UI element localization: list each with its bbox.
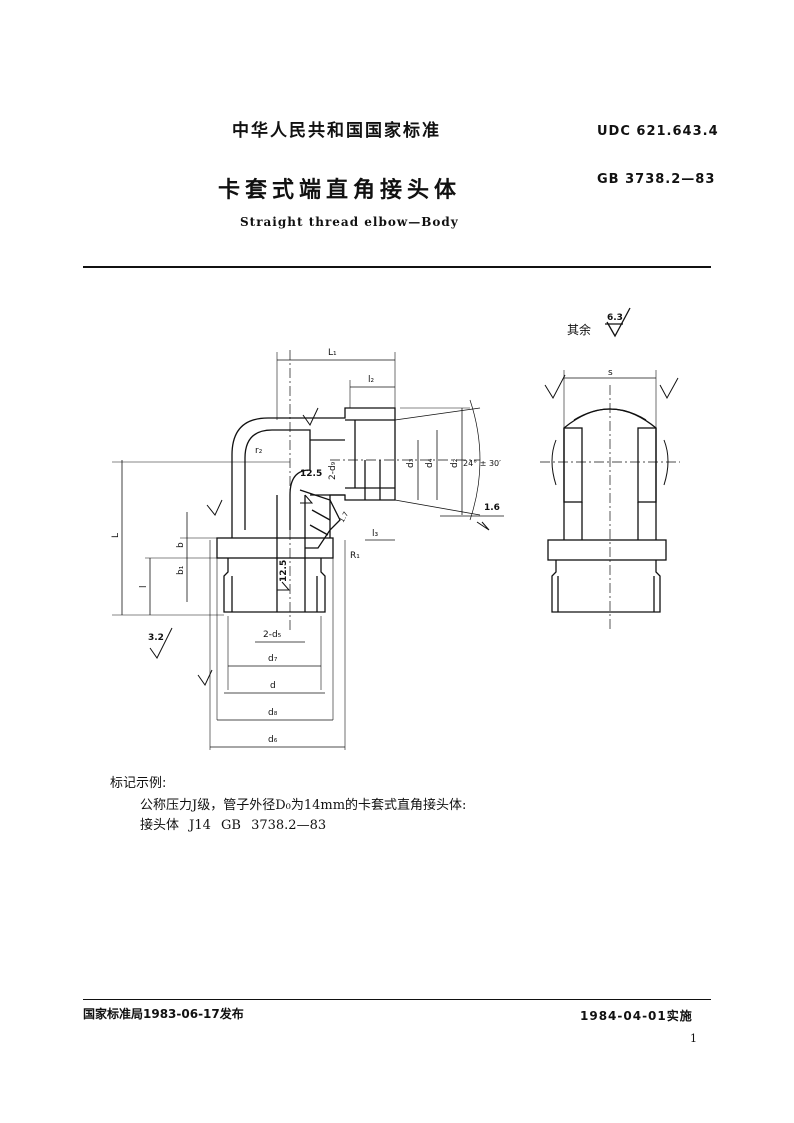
implementation-date: 1984-04-01实施 [580,1009,693,1023]
marking-example-description: 公称压力J级，管子外径D₀为14mm的卡套式直角接头体: [140,798,467,813]
dim-l2: l₂ [368,375,375,385]
dim-2-d5: 2-d₅ [263,630,282,640]
dim-b1: b₁ [176,565,186,575]
dim-r2: r₂ [255,446,263,456]
document-title-cn: 卡套式端直角接头体 [218,178,462,203]
marking-example-title: 标记示例: [110,776,167,791]
roughness-remainder-label: 其余 [567,322,591,337]
dim-l3: l₃ [372,529,379,539]
dim-d7: d₇ [268,654,278,664]
roughness-12-5-lower: 12.5 [279,560,289,582]
dim-d3: d₃ [406,458,416,468]
national-standard-heading: 中华人民共和国国家标准 [232,121,441,141]
issuer-date: 国家标准局1983-06-17发布 [83,1007,244,1021]
document-title-en: Straight thread elbow—Body [240,215,459,229]
dim-L: L [111,533,121,538]
dim-R1: R₁ [350,551,360,561]
dim-b: b [176,542,186,548]
roughness-1-6: 1.6 [484,503,500,513]
dim-2-d9: 2-d₉ [328,461,338,480]
header-divider [83,266,711,268]
technical-drawing: 6.3 其余 L₁ l₂ l₃ r₂ R₁ 2-d₉ d₃ d₄ d₂ 24° … [111,307,680,750]
marking-example-designation: 接头体 J14 GB 3738.2—83 [140,818,327,833]
dim-d8: d₈ [268,708,278,718]
roughness-3-2: 3.2 [148,633,164,643]
udc-code: UDC 621.643.4 [597,124,719,139]
dim-1-7: 1.7 [338,510,350,524]
dim-s: s [608,368,613,378]
dim-d4: d₄ [425,458,435,468]
dim-d2: d₂ [450,458,460,468]
page-number: 1 [690,1032,697,1045]
roughness-default-value: 6.3 [607,313,623,323]
dim-d: d [270,681,276,691]
cone-angle: 24° ± 30′ [463,459,501,468]
dim-L1: L₁ [328,348,337,358]
dim-l: l [139,585,149,588]
roughness-12-5-upper: 12.5 [300,469,322,479]
dim-d6: d₆ [268,735,278,745]
gb-standard-code: GB 3738.2—83 [597,172,716,187]
footer-divider [83,999,711,1000]
